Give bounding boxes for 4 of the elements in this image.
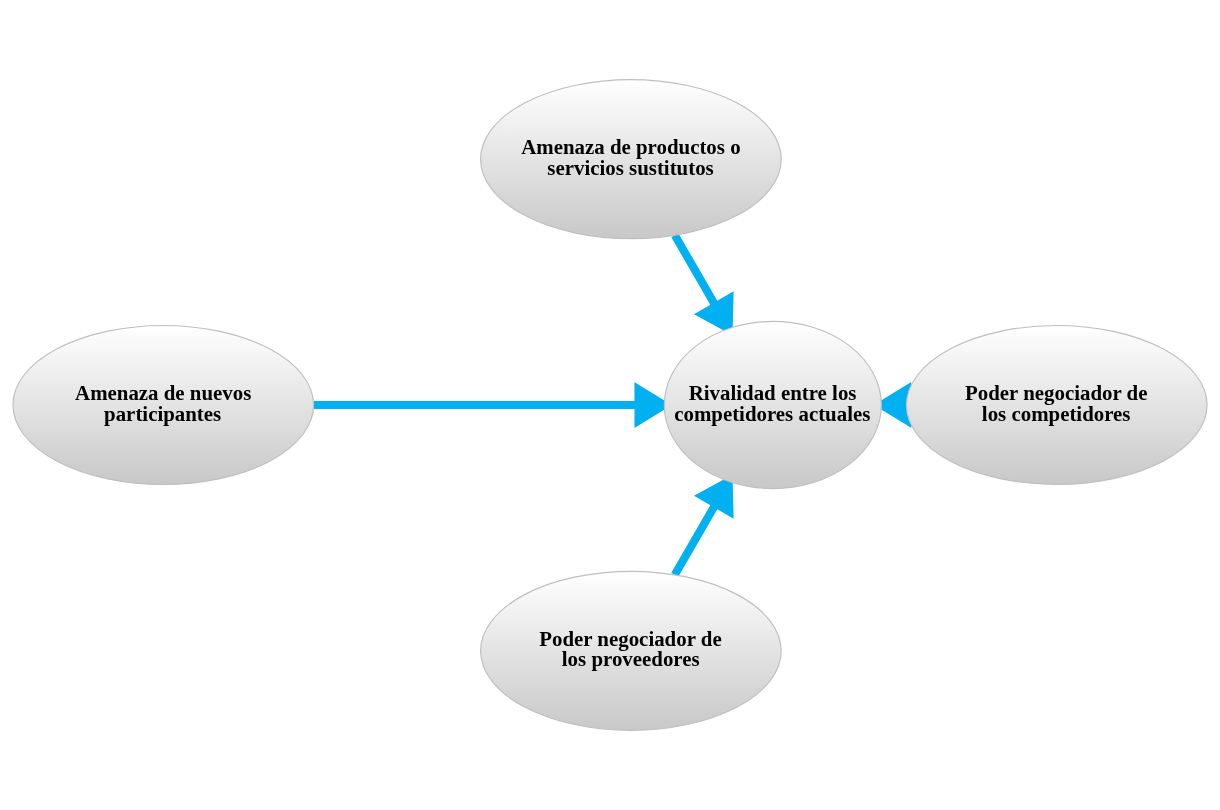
node-ellipse: Amenaza de productos o servicios sustitutos <box>480 79 782 240</box>
node-ellipse: Rivalidad entre los competidores actuales <box>663 320 882 490</box>
node-ellipse: Amenaza de nuevos participantes <box>12 324 315 486</box>
node-ellipse: Poder negociador de los proveedores <box>480 570 782 731</box>
